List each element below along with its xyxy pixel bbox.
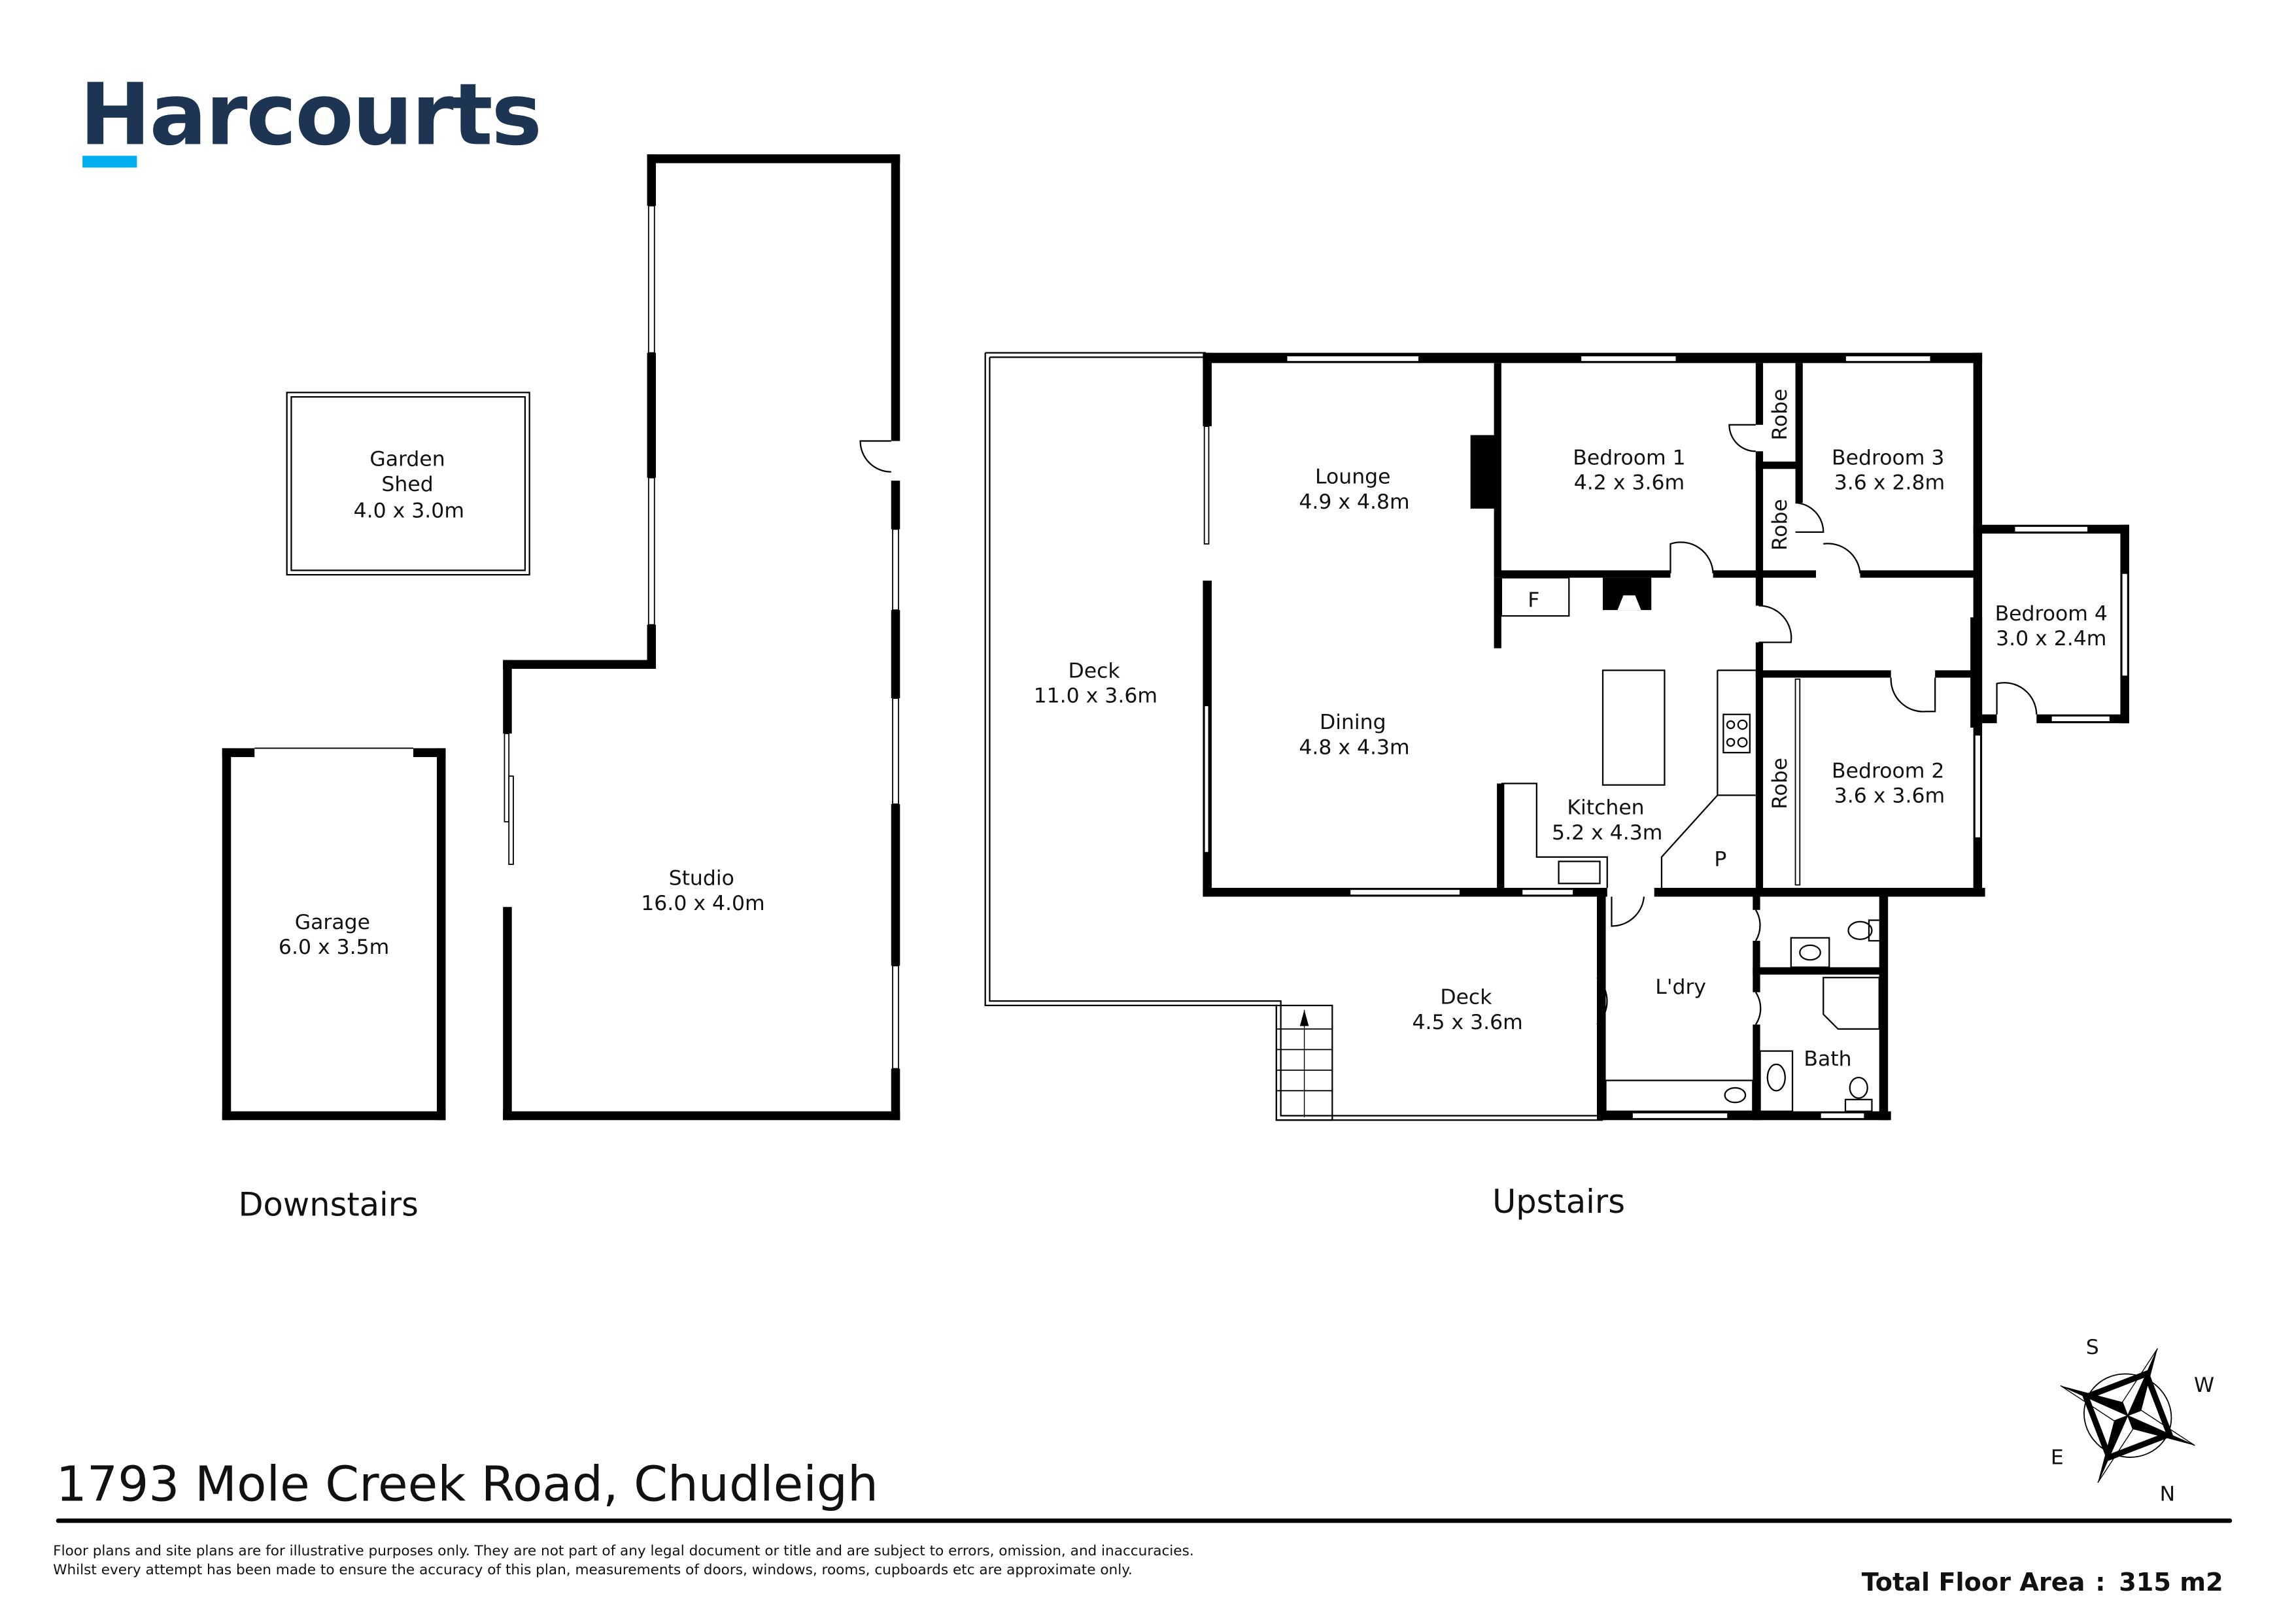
footer-divider	[56, 1518, 2233, 1523]
room-size: 4.9 x 4.8m	[1299, 490, 1409, 514]
room-size: 3.6 x 2.8m	[1834, 471, 1945, 495]
room-size: 5.2 x 4.3m	[1552, 821, 1662, 845]
room-label: Deck	[1068, 660, 1120, 683]
compass-west: W	[2194, 1374, 2214, 1397]
room-label: Garden	[369, 448, 445, 471]
room-label: Dining	[1320, 711, 1386, 734]
logo-accent-bar	[82, 156, 137, 168]
downstairs-plan: Garden Shed 4.0 x 3.0m	[222, 154, 900, 1223]
room-size: 4.5 x 3.6m	[1412, 1011, 1522, 1034]
garden-shed: Garden Shed 4.0 x 3.0m	[286, 392, 530, 576]
room-label: Bedroom 1	[1573, 446, 1685, 469]
floor-label-upstairs: Upstairs	[1492, 1183, 1625, 1221]
robe-label: Robe	[1768, 758, 1792, 809]
room-labels: Deck 11.0 x 3.6m Lounge 4.9 x 4.8m Bedro…	[1034, 389, 2108, 1072]
room-label: Bedroom 2	[1832, 759, 1944, 783]
room-size: 4.2 x 3.6m	[1574, 471, 1685, 495]
room-label: Deck	[1440, 986, 1492, 1009]
compass-north: N	[2160, 1483, 2176, 1506]
logo-text: Harcourts	[80, 65, 541, 164]
compass-south: S	[2086, 1336, 2099, 1359]
disclaimer-line-2: Whilst every attempt has been made to en…	[53, 1562, 1133, 1578]
total-floor-area: Total Floor Area : 315 m2	[1862, 1568, 2223, 1597]
up-arrow-icon	[1299, 1009, 1309, 1026]
room-label: Lounge	[1315, 465, 1390, 489]
room-size: 16.0 x 4.0m	[641, 892, 764, 915]
room-label: Shed	[381, 473, 433, 496]
room-size: 4.0 x 3.0m	[354, 499, 464, 522]
upstairs-plan: Deck 11.0 x 3.6m Lounge 4.9 x 4.8m Bedro…	[984, 352, 2129, 1221]
stairs	[1275, 1004, 1333, 1121]
room-label: Bedroom 3	[1832, 446, 1944, 469]
room-size: 3.0 x 2.4m	[1996, 627, 2106, 651]
property-address: 1793 Mole Creek Road, Chudleigh	[56, 1457, 878, 1513]
room-size: 3.6 x 3.6m	[1834, 785, 1945, 808]
total-area-separator: :	[2095, 1568, 2105, 1597]
total-area-label: Total Floor Area	[1862, 1568, 2085, 1597]
room-label: Bath	[1804, 1047, 1851, 1071]
room-label: L'dry	[1655, 975, 1706, 999]
room-size: 11.0 x 3.6m	[1034, 685, 1157, 708]
room-size: 4.8 x 4.3m	[1299, 736, 1409, 759]
room-label: Studio	[669, 867, 734, 890]
studio: Studio 16.0 x 4.0m	[503, 154, 900, 1121]
garage: Garage 6.0 x 3.5m	[222, 747, 446, 1121]
harcourts-logo: Harcourts	[80, 65, 542, 168]
fridge-label: F	[1528, 589, 1539, 613]
room-label: Kitchen	[1567, 796, 1644, 820]
room-label: Garage	[295, 911, 370, 934]
compass-east: E	[2051, 1446, 2064, 1469]
room-size: 6.0 x 3.5m	[279, 936, 389, 959]
robe-label: Robe	[1768, 499, 1792, 550]
total-area-value: 315 m2	[2119, 1568, 2223, 1597]
pantry-label: P	[1714, 847, 1726, 871]
compass-rose-icon	[2060, 1348, 2195, 1483]
room-label: Bedroom 4	[1995, 602, 2108, 626]
floor-label-downstairs: Downstairs	[238, 1185, 418, 1223]
robe-label: Robe	[1768, 389, 1792, 441]
disclaimer-line-1: Floor plans and site plans are for illus…	[53, 1543, 1194, 1559]
